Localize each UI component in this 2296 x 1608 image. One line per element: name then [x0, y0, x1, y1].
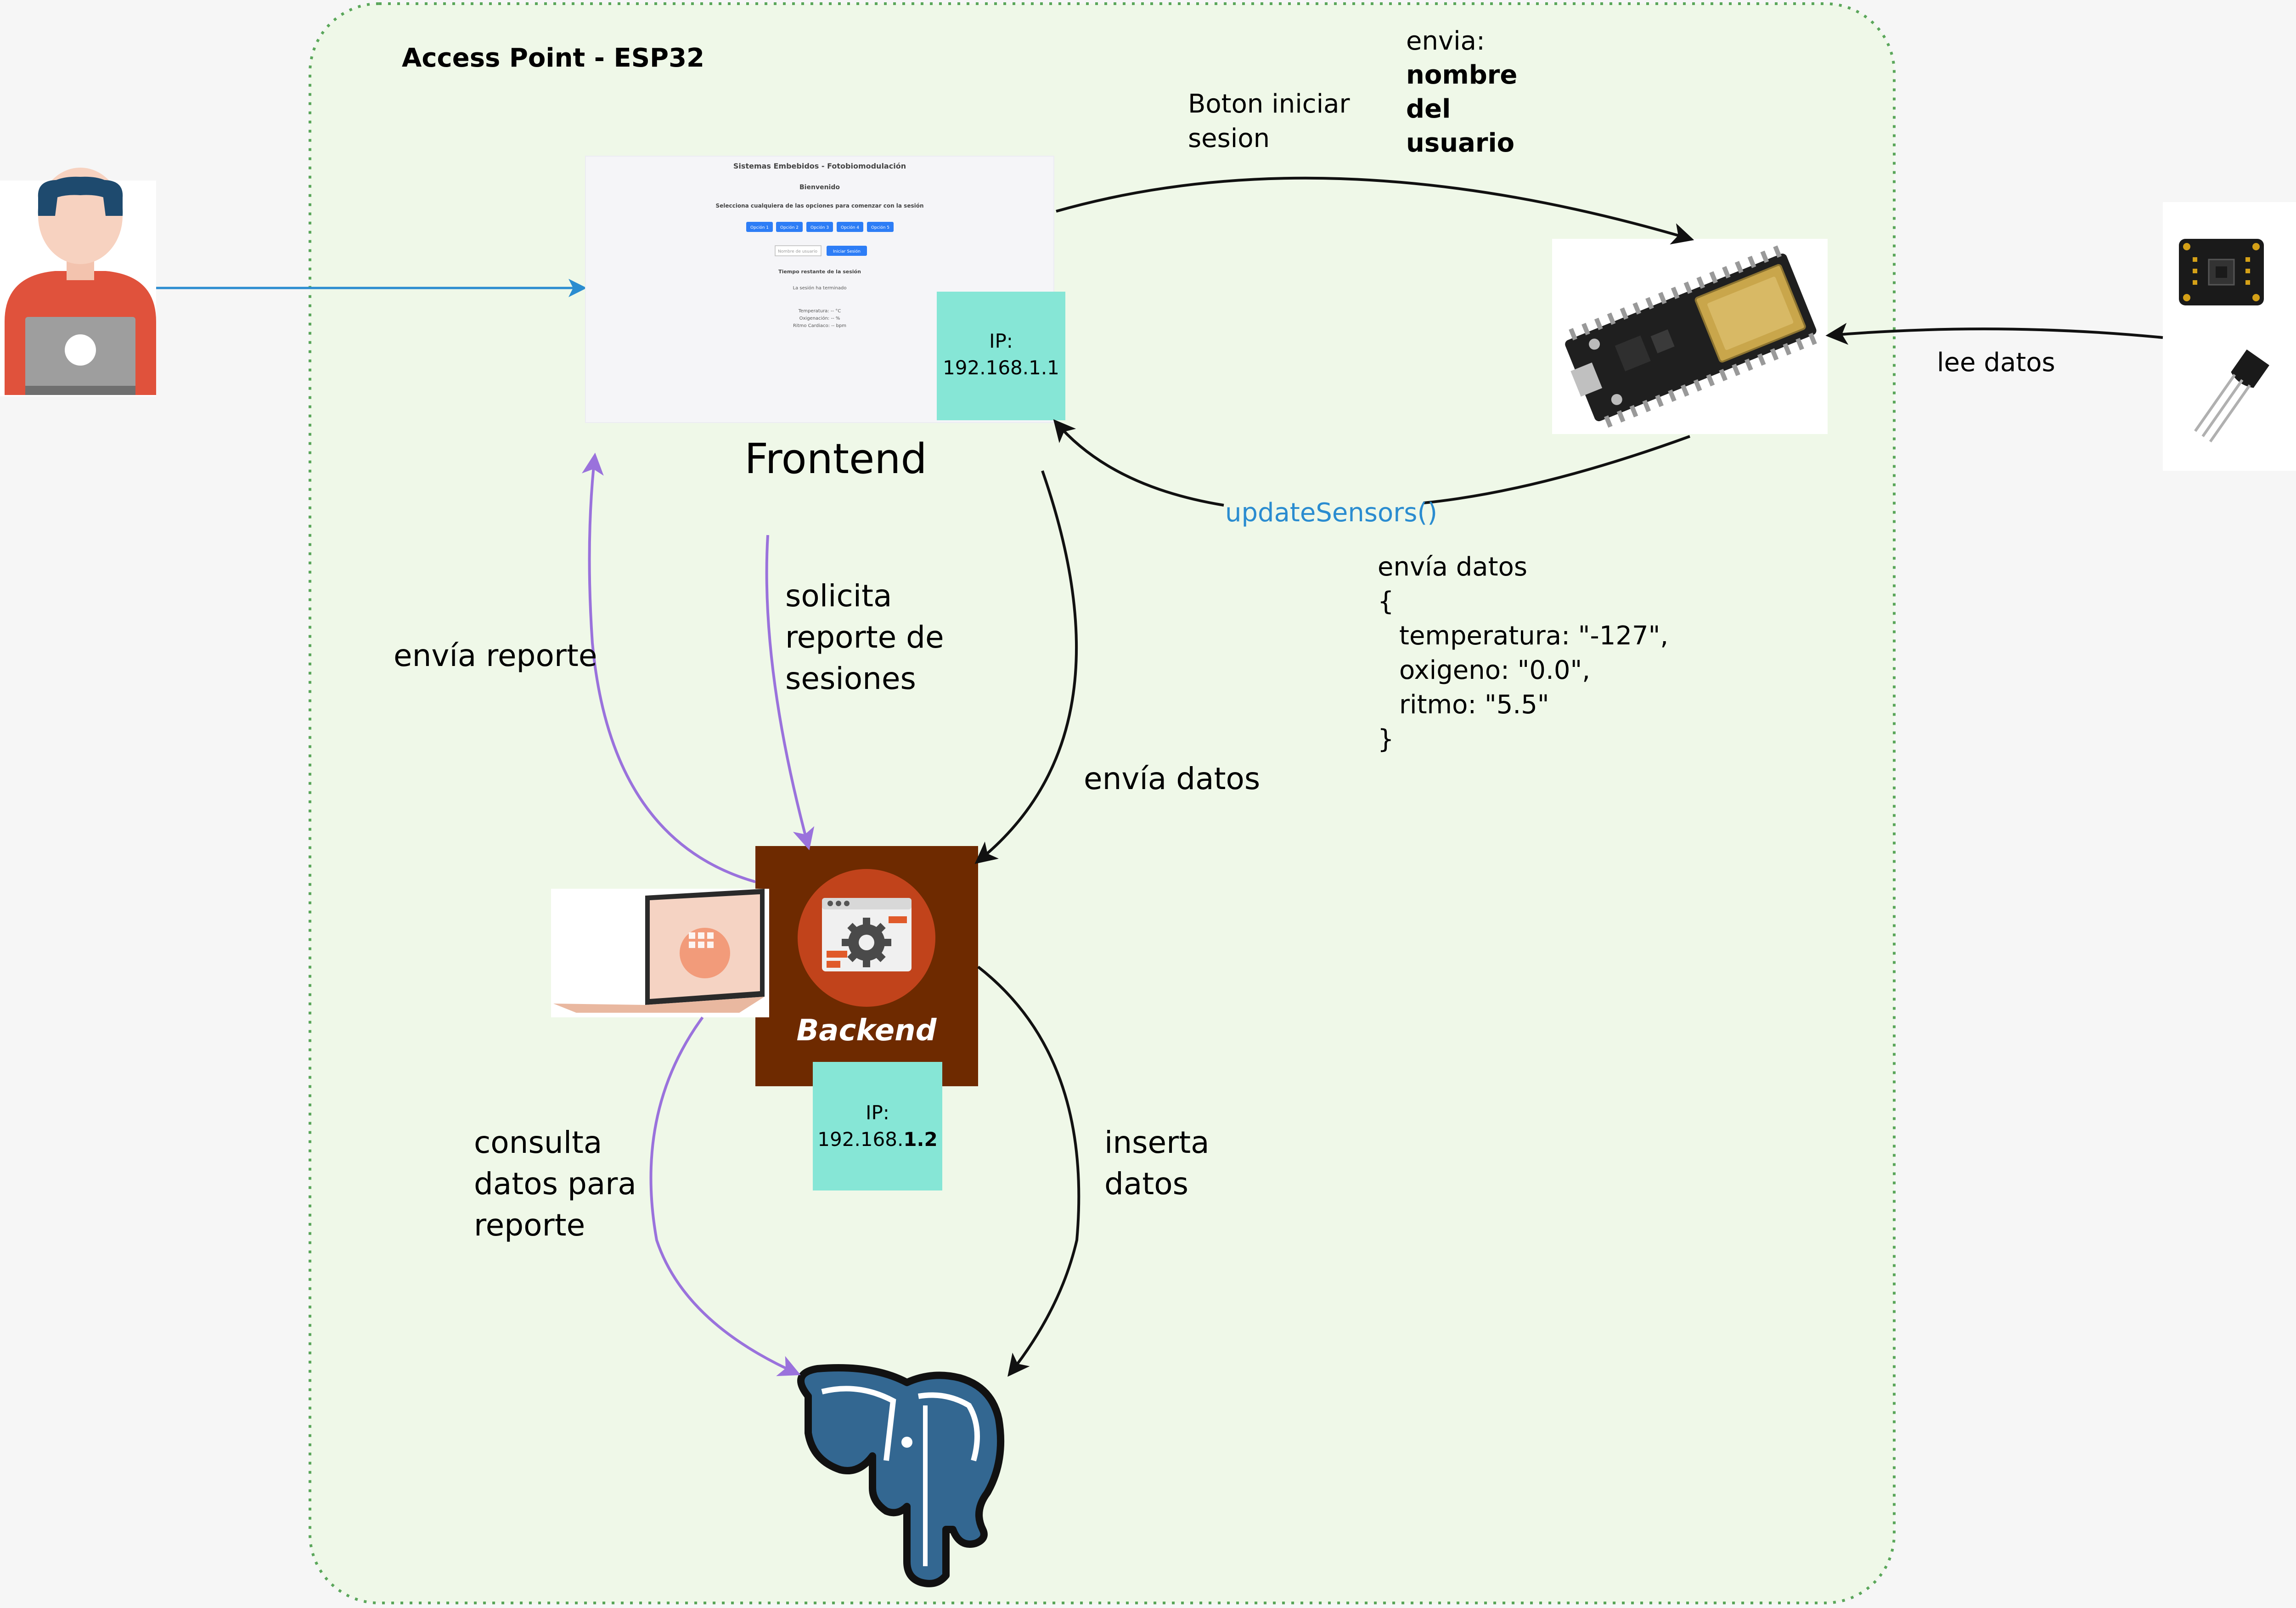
option-button-label: Opción 2 [780, 225, 799, 230]
send-data-arrow [974, 470, 1078, 864]
backend-ip-label: IP: [866, 1101, 889, 1124]
backend-label: Backend [797, 1014, 937, 1048]
username-input[interactable] [775, 245, 822, 256]
esp32-send-line: envia: [1406, 26, 1485, 56]
sensor-payload-open: { [1378, 587, 1394, 616]
sensor-payload-line: temperatura: "-127", [1399, 621, 1668, 651]
start-session-label: Boton iniciar sesion [1188, 89, 1358, 153]
frontend-screen-session-status: La sesión ha terminado [793, 285, 847, 291]
pulse-oximeter-sensor-icon [2179, 239, 2264, 305]
frontend-screen-reading: Ritmo Cardiaco: -- bpm [793, 323, 846, 328]
container-title: Access Point - ESP32 [402, 43, 704, 73]
insert-data-line: inserta [1104, 1125, 1210, 1160]
backend-ip-prefix: 192.168. [817, 1128, 903, 1151]
query-report-label: consulta datos para reporte [474, 1125, 646, 1243]
update-sensors-label[interactable]: updateSensors() [1225, 498, 1437, 528]
query-report-line: datos para [474, 1166, 636, 1202]
backend-ip-box [813, 1062, 942, 1190]
send-report-arrow [582, 452, 756, 883]
sensor-payload-close: } [1378, 724, 1394, 754]
option-button[interactable] [837, 222, 863, 232]
request-report-arrow [765, 535, 815, 851]
frontend-screen-remaining-title: Tiempo restante de la sesión [778, 269, 861, 275]
request-report-line: reporte de [785, 620, 944, 655]
frontend-screen-reading: Temperatura: -- °C [798, 309, 841, 314]
backend-ip-value: 192.168.1.2 [817, 1128, 937, 1151]
backend-ip-suffix: 1.2 [903, 1128, 937, 1151]
frontend-screen-reading: Oxigenación: -- % [799, 316, 840, 321]
insert-data-label: inserta datos [1104, 1125, 1219, 1202]
frontend-screen-title: Sistemas Embebidos - Fotobiomodulación [733, 162, 906, 170]
start-session-button[interactable] [827, 246, 867, 256]
read-data-arrow [1825, 322, 2163, 345]
frontend-screen-option-buttons: Opción 1 Opción 2 Opción 3 Opción 4 Opci… [746, 222, 894, 232]
esp32-board-icon [1552, 239, 1828, 434]
username-input-placeholder: Nombre de usuario [778, 249, 818, 254]
option-button[interactable] [776, 222, 803, 232]
temperature-sensor-icon [2194, 349, 2269, 443]
request-report-label: solicita reporte de sesiones [785, 578, 954, 696]
query-report-line: consulta [474, 1125, 602, 1160]
read-data-label: lee datos [1937, 348, 2055, 378]
esp32-send-line: del [1406, 94, 1451, 124]
send-report-label: envía reporte [394, 638, 597, 673]
sensor-payload-line: oxigeno: "0.0", [1399, 655, 1590, 685]
frontend-ip-value: 192.168.1.1 [943, 356, 1059, 379]
start-session-label-line: sesion [1188, 124, 1270, 153]
insert-data-line: datos [1104, 1166, 1188, 1202]
option-button-label: Opción 1 [750, 225, 769, 230]
laptop-icon [551, 889, 769, 1017]
postgresql-elephant-icon [797, 1364, 1005, 1587]
frontend-ip-label: IP: [989, 330, 1013, 352]
frontend-ip-box [937, 292, 1065, 420]
frontend-screen-instruction: Selecciona cualquiera de las opciones pa… [715, 203, 923, 209]
insert-data-arrow [977, 965, 1080, 1377]
start-session-label-line: Boton iniciar [1188, 89, 1350, 119]
sensor-payload-line: ritmo: "5.5" [1399, 690, 1549, 720]
option-button[interactable] [867, 222, 894, 232]
backend-gear-icon [842, 918, 891, 967]
sensor-payload-heading: envía datos [1378, 552, 1527, 582]
request-report-line: solicita [785, 578, 892, 614]
start-session-arrow [1056, 176, 1694, 245]
update-sensors-arrow [1056, 423, 1691, 507]
option-button-label: Opción 3 [810, 225, 829, 230]
option-button[interactable] [806, 222, 833, 232]
user-laptop-icon [0, 168, 156, 396]
query-report-arrow [649, 1016, 801, 1377]
option-button-label: Opción 5 [871, 225, 889, 230]
backend-box [755, 846, 978, 1086]
option-button-label: Opción 4 [841, 225, 859, 230]
request-report-line: sesiones [785, 661, 916, 696]
start-session-button-label: Iniciar Sesión [833, 249, 861, 254]
esp32-send-label: envia: nombre del usuario [1406, 26, 1525, 158]
frontend-screen-welcome: Bienvenido [799, 184, 840, 191]
frontend-label: Frontend [744, 435, 927, 483]
send-data-label: envía datos [1084, 761, 1260, 796]
query-report-line: reporte [474, 1207, 585, 1243]
sensor-payload: envía datos { temperatura: "-127", oxige… [1378, 552, 1668, 754]
option-button[interactable] [746, 222, 773, 232]
esp32-send-line: nombre [1406, 60, 1517, 90]
esp32-send-line: usuario [1406, 128, 1514, 158]
